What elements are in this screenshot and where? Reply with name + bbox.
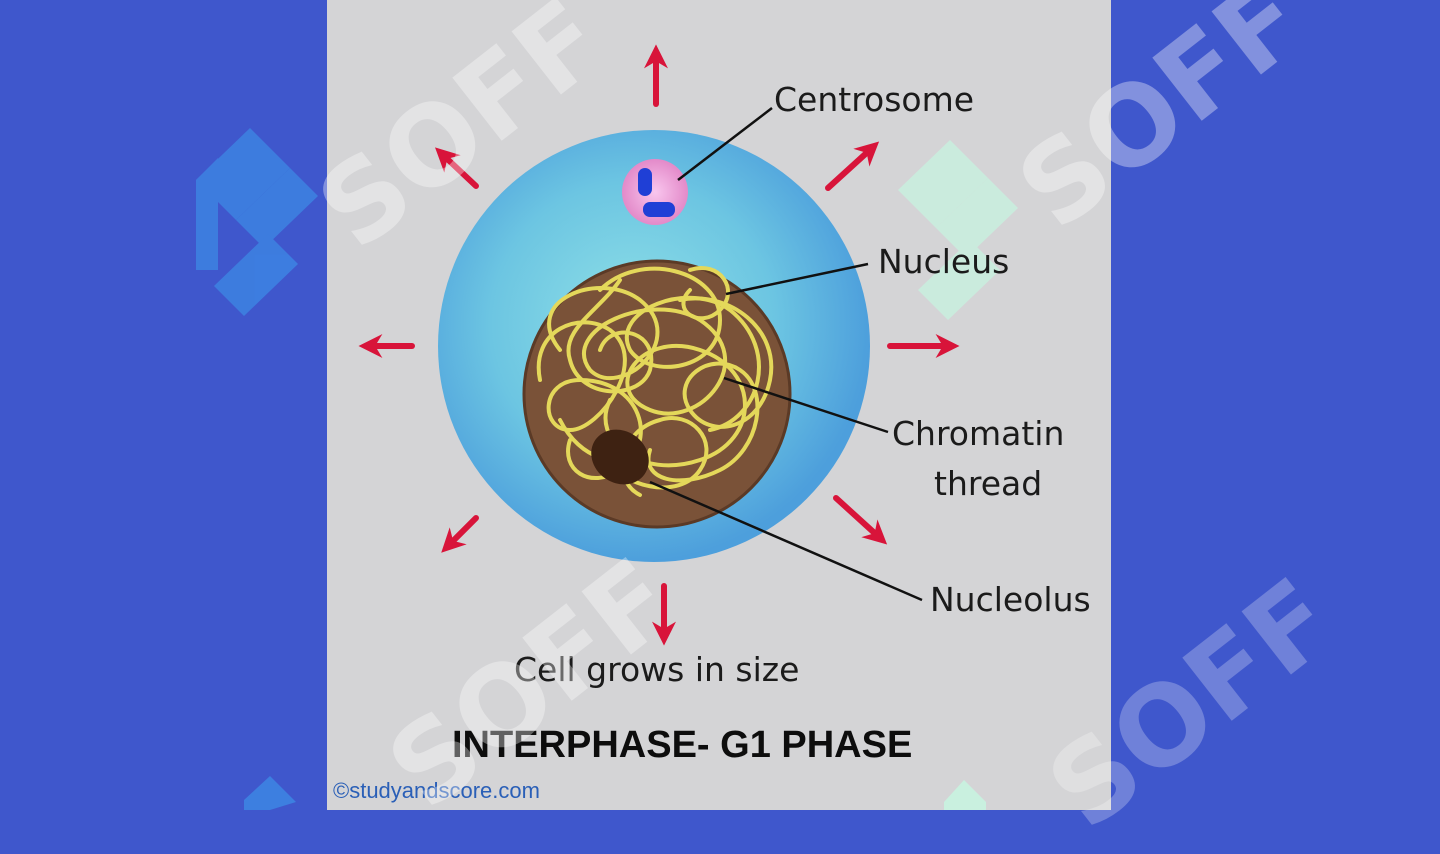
label-cell-growth: Cell grows in size: [514, 650, 800, 689]
watermark-layer: [196, 128, 1018, 810]
label-leader-lines: [649, 107, 923, 602]
cell-diagram: [358, 44, 960, 646]
centrosome: [622, 159, 688, 225]
label-chromatin-line2: thread: [934, 464, 1043, 503]
nucleus: [522, 259, 792, 529]
watermark-logo-right: [898, 140, 1018, 320]
label-nucleolus: Nucleolus: [930, 580, 1091, 619]
arrow-down-left: [441, 515, 479, 553]
watermark-logo-left: [196, 128, 318, 316]
label-chromatin-line1: Chromatin: [892, 414, 1065, 453]
label-nucleus: Nucleus: [878, 242, 1010, 281]
nucleolus: [591, 429, 649, 485]
arrow-down-right: [833, 495, 888, 545]
diagram-title: INTERPHASE- G1 PHASE: [452, 724, 913, 766]
growth-arrows: [358, 44, 960, 646]
arrow-up-right: [825, 141, 880, 191]
watermark-logo-bottom-left: [244, 776, 296, 810]
label-centrosome: Centrosome: [774, 80, 975, 119]
source-credit: ©studyandscore.com: [333, 778, 540, 803]
watermark-logo-bottom-mid: [944, 780, 986, 810]
arrow-up-left: [435, 147, 479, 189]
